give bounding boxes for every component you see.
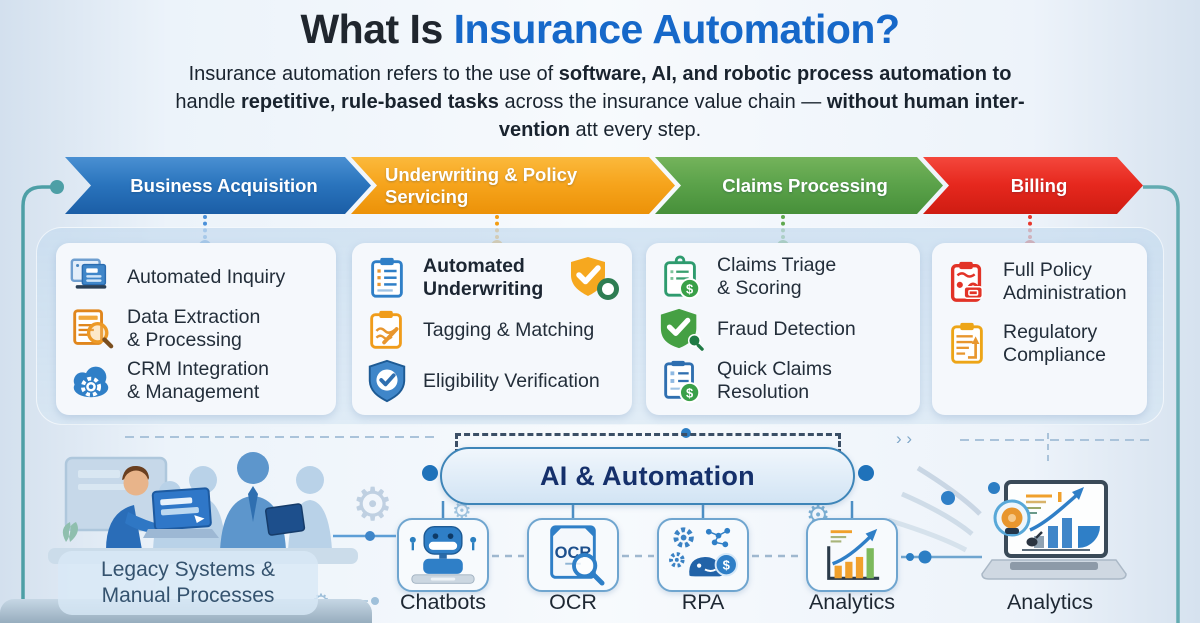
laptop-analytics-illustration	[978, 480, 1130, 584]
tool-label-laptop-analytics: Analytics	[1006, 590, 1094, 614]
ai-automation-banner: AI & Automation	[440, 447, 855, 505]
gear-icon: ⚙	[352, 478, 393, 530]
tool-tile-rpa: $	[657, 518, 749, 592]
subtitle-line: Insurance automation refers to the use o…	[0, 60, 1200, 88]
subtitle-segment: repetitive, rule-based tasks	[241, 91, 499, 113]
banner-underwriting-policy-servicing: Underwriting & Policy Servicing	[351, 157, 675, 214]
page-title-highlight: Insurance Automation?	[453, 6, 900, 52]
legacy-systems-label: Legacy Systems & Manual Processes	[58, 551, 318, 615]
item-label: Quick Claims Resolution	[717, 358, 832, 403]
clipboard-dollar-icon: $	[658, 254, 704, 300]
left-teal-connector-dot	[50, 180, 64, 194]
list-item: Full Policy Administration	[944, 259, 1135, 305]
chevron-arrows-decoration: › ›	[896, 429, 912, 448]
shield-check-magnifier-icon	[658, 306, 704, 352]
list-item: Regulatory Compliance	[944, 321, 1135, 367]
clipboard-stamp-icon	[944, 259, 990, 305]
ocr-document-icon: OCR	[538, 523, 608, 587]
page-subtitle: Insurance automation refers to the use o…	[0, 60, 1200, 144]
item-label: Tagging & Matching	[423, 318, 595, 341]
card-billing: Full Policy Administration Regulatory Co…	[932, 243, 1147, 415]
businessman-silhouette	[220, 452, 306, 550]
list-item: Automated Underwriting	[364, 254, 620, 302]
tool-tile-ocr: OCR	[527, 518, 619, 592]
list-item: Tagging & Matching	[364, 307, 620, 353]
list-item: Automated Inquiry	[68, 254, 324, 300]
subtitle-segment: software, AI, and robotic process automa…	[558, 63, 1012, 85]
rpa-gears-icon: $	[666, 523, 740, 587]
connector-dot	[365, 531, 375, 541]
list-item: Data Extraction & Processing	[68, 306, 324, 352]
list-item: $ Quick Claims Resolution	[658, 358, 908, 404]
document-magnifier-icon	[68, 306, 114, 352]
currency-glyph: $	[686, 385, 693, 400]
tool-label-analytics: Analytics	[808, 590, 896, 614]
banner-business-acquisition: Business Acquisition	[65, 157, 371, 214]
clipboard-pen-icon	[364, 307, 410, 353]
item-label: Data Extraction & Processing	[127, 306, 261, 351]
list-item: $ Claims Triage & Scoring	[658, 254, 908, 300]
laptop-document-icon	[68, 254, 114, 300]
swoosh-curve	[901, 491, 974, 536]
item-label: Full Policy Administration	[1003, 259, 1127, 304]
plant-decoration	[62, 522, 78, 542]
subtitle-segment: across the insurance value chain —	[498, 91, 827, 113]
shield-check-icon	[364, 358, 410, 404]
document-dollar-icon: $	[658, 358, 704, 404]
laptop-analytics-icon	[981, 480, 1127, 580]
item-label: CRM Integration & Management	[127, 358, 269, 403]
currency-glyph: $	[723, 558, 731, 573]
item-label: Fraud Detection	[717, 317, 856, 340]
list-item: Fraud Detection	[658, 306, 908, 352]
man-at-laptop	[106, 465, 219, 550]
subtitle-segment: Insurance automation refers to the use o…	[188, 63, 559, 85]
card-claims-processing: $ Claims Triage & Scoring Fraud Detectio…	[646, 243, 920, 415]
subtitle-segment: att every step.	[569, 119, 702, 141]
tool-label-rpa: RPA	[681, 590, 725, 614]
ai-pill-right-node	[858, 465, 874, 481]
subtitle-segment: vention	[498, 119, 570, 141]
swoosh-curve	[916, 465, 982, 516]
tool-tile-analytics	[806, 518, 898, 592]
page-title: What Is Insurance Automation?	[0, 6, 1200, 53]
item-label: Regulatory Compliance	[1003, 321, 1106, 366]
connector-dot	[918, 550, 932, 564]
connector-dot	[941, 491, 955, 505]
chatbot-robot-icon	[403, 522, 483, 588]
left-teal-connector-line	[21, 185, 57, 623]
item-label: Automated Underwriting	[423, 255, 544, 300]
card-underwriting-policy-servicing: Automated Underwriting Tagging & Matchin…	[352, 243, 632, 415]
subtitle-line: handle repetitive, rule-based tasks acro…	[0, 88, 1200, 116]
list-item: CRM Integration & Management	[68, 358, 324, 404]
subtitle-segment: without human inter-	[826, 91, 1025, 113]
analytics-chart-icon	[815, 523, 889, 587]
connector-dot	[906, 553, 914, 561]
card-business-acquisition: Automated Inquiry Data Extraction & Proc…	[56, 243, 336, 415]
subtitle-line: vention att every step.	[0, 116, 1200, 144]
item-label: Automated Inquiry	[127, 265, 286, 288]
swoosh-curve	[887, 517, 968, 553]
currency-glyph: $	[686, 281, 693, 296]
page-title-prefix: What Is	[300, 6, 454, 52]
tool-tile-chatbots	[397, 518, 489, 592]
tool-label-ocr: OCR	[549, 590, 597, 614]
banner-billing: Billing	[923, 157, 1143, 214]
tool-label-chatbots: Chatbots	[399, 590, 487, 614]
banner-claims-processing: Claims Processing	[655, 157, 943, 214]
subtitle-segment: handle	[175, 91, 241, 113]
clipboard-arrow-icon	[944, 321, 990, 367]
ai-pill-left-node	[422, 465, 438, 481]
list-item: Eligibility Verification	[364, 358, 620, 404]
item-label: Claims Triage & Scoring	[717, 254, 837, 299]
clipboard-checklist-icon	[364, 255, 410, 301]
cloud-gear-icon	[68, 358, 114, 404]
item-label: Eligibility Verification	[423, 370, 600, 392]
circuit-dot	[371, 597, 379, 605]
right-teal-connector-line	[1143, 185, 1180, 623]
shield-check-ring-icon	[568, 254, 620, 302]
